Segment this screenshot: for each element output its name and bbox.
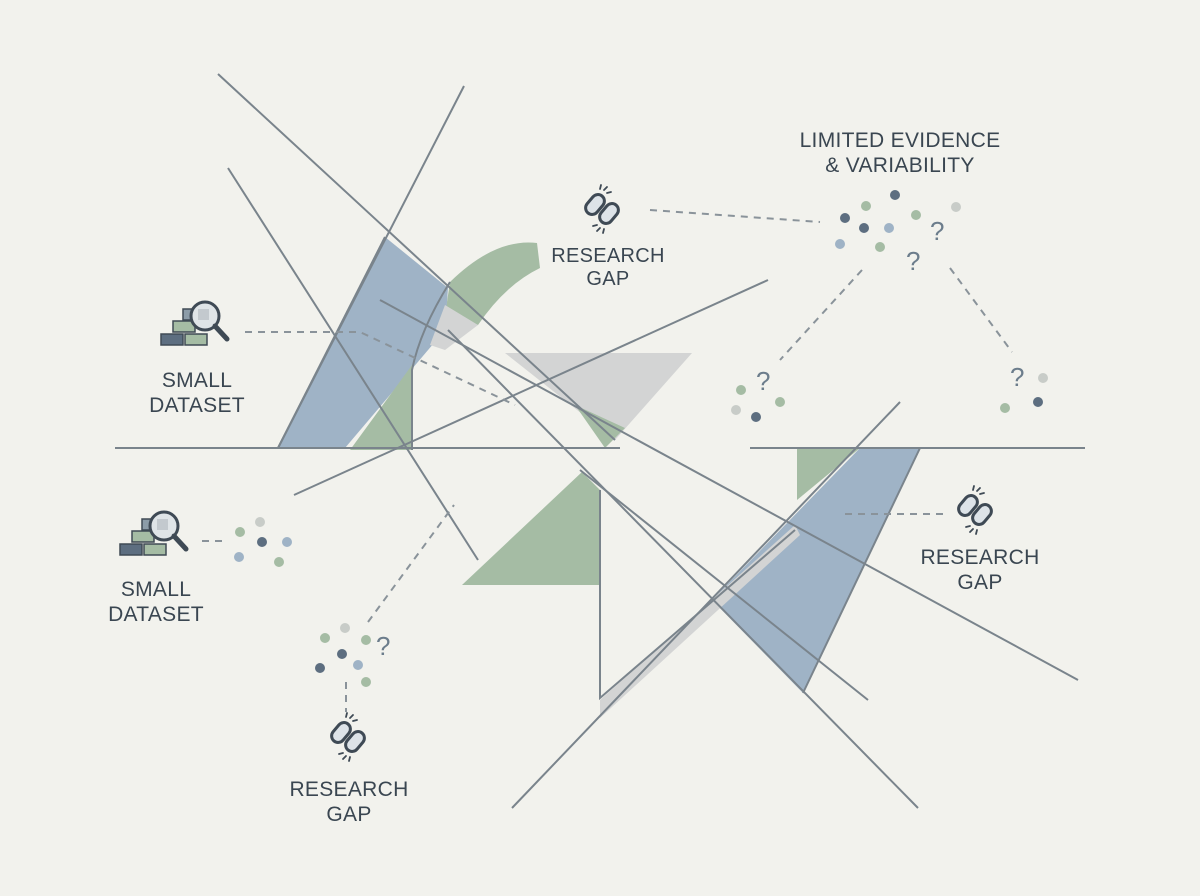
data-dot: [951, 202, 961, 212]
data-dot: [282, 537, 292, 547]
blue-quad-edge: [802, 447, 921, 694]
label-line: GAP: [586, 268, 630, 290]
connector-dashed: [779, 269, 863, 361]
blue-quad-edge: [277, 236, 386, 449]
label-research-gap-top: RESEARCH GAP: [548, 245, 668, 291]
data-dot: [274, 557, 284, 567]
data-dot: [235, 527, 245, 537]
label-line: LIMITED EVIDENCE: [799, 129, 1001, 152]
magnifier-over-data-blocks-icon: [120, 512, 186, 555]
filled-shapes: [278, 237, 920, 718]
diagonal-line: [293, 279, 769, 496]
label-research-gap-right: RESEARCH GAP: [915, 545, 1045, 595]
diagonal-line: [511, 401, 901, 809]
data-dot: [736, 385, 746, 395]
label-line: & VARIABILITY: [825, 154, 975, 177]
gray-bottom-sliver: [600, 525, 800, 718]
question-mark: ?: [376, 631, 390, 661]
question-mark: ?: [906, 246, 920, 276]
green-arc-shape: [445, 242, 540, 325]
diagonal-line: [447, 329, 919, 809]
scattered-dots-icon: [234, 190, 1048, 687]
question-mark: ?: [756, 366, 770, 396]
data-dot: [835, 239, 845, 249]
data-dot: [361, 635, 371, 645]
gray-center-triangle: [505, 353, 692, 440]
diagonal-line: [227, 167, 479, 561]
label-limited-evidence: LIMITED EVIDENCE & VARIABILITY: [790, 128, 1010, 178]
data-dot: [361, 677, 371, 687]
data-dot: [353, 660, 363, 670]
label-line: RESEARCH: [289, 778, 409, 801]
data-dot: [255, 517, 265, 527]
data-dot: [840, 213, 850, 223]
arc-edge: [411, 281, 451, 450]
label-research-gap-bottom: RESEARCH GAP: [284, 777, 414, 827]
data-dot: [234, 552, 244, 562]
label-line: GAP: [957, 571, 1003, 594]
diagonal-line: [579, 469, 869, 701]
data-dot: [315, 663, 325, 673]
data-dot: [731, 405, 741, 415]
broken-chain-link-icon: [327, 711, 369, 763]
data-dot: [884, 223, 894, 233]
magnifier-over-data-blocks-icon: [161, 302, 227, 345]
data-dot: [775, 397, 785, 407]
line-work: [115, 73, 1085, 809]
label-small-dataset-bottom: SMALL DATASET: [96, 577, 216, 627]
blue-left-quad: [278, 237, 448, 448]
label-line: SMALL: [161, 369, 233, 392]
data-dot: [1033, 397, 1043, 407]
label-line: DATASET: [149, 394, 245, 417]
dashed-connectors: [202, 209, 1013, 712]
data-dot: [875, 242, 885, 252]
data-dot: [859, 223, 869, 233]
label-line: RESEARCH: [551, 245, 665, 267]
broken-chain-link-icon: [581, 183, 623, 235]
outline-triangle: [599, 490, 796, 701]
data-dot: [890, 190, 900, 200]
data-dot: [337, 649, 347, 659]
label-small-dataset-top: SMALL DATASET: [137, 368, 257, 418]
label-line: DATASET: [108, 603, 204, 626]
gray-sliver-left: [430, 305, 478, 350]
question-mark: ?: [930, 216, 944, 246]
data-dot: [861, 201, 871, 211]
connector-dashed: [949, 267, 1013, 353]
green-center-triangle: [462, 472, 600, 585]
data-dot: [1000, 403, 1010, 413]
data-dot: [320, 633, 330, 643]
data-dot: [1038, 373, 1048, 383]
label-line: SMALL: [120, 578, 192, 601]
label-line: GAP: [326, 803, 372, 826]
diagonal-line: [379, 299, 1079, 681]
blue-right-quad: [712, 448, 920, 693]
data-dot: [911, 210, 921, 220]
data-dot: [257, 537, 267, 547]
broken-chain-link-icon: [954, 484, 996, 536]
question-mark: ?: [1010, 362, 1024, 392]
connector-dashed: [367, 504, 455, 623]
data-dot: [751, 412, 761, 422]
connector-dashed: [649, 209, 821, 223]
label-line: RESEARCH: [920, 546, 1040, 569]
data-dot: [340, 623, 350, 633]
